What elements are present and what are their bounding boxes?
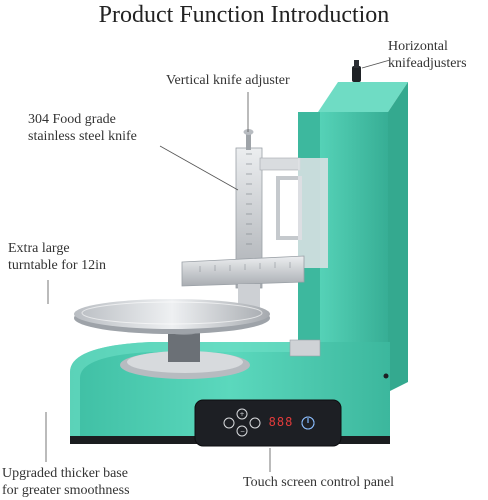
label-base-line2: for greater smoothness [2,483,130,498]
label-horizontal-line2: knifeadjusters [388,56,467,71]
power-icon [301,416,315,430]
label-stainless-knife: 304 Food grade stainless steel knife [28,111,137,145]
turntable [74,299,270,379]
label-knife-line2: stainless steel knife [28,129,137,144]
svg-text:+: + [240,411,245,418]
panel-display: 888 [264,414,298,430]
panel-display-digits: 888 [268,415,294,429]
svg-text:−: − [240,429,245,436]
label-horizontal-line1: Horizontal [388,39,448,54]
label-horizontal-adjusters: Horizontal knifeadjusters [388,38,467,72]
label-turntable: Extra large turntable for 12in [8,240,106,274]
label-knife-line1: 304 Food grade [28,112,116,127]
label-vertical-knife-adjuster: Vertical knife adjuster [166,72,290,89]
label-thicker-base: Upgraded thicker base for greater smooth… [2,465,130,499]
page-title: Product Function Introduction [98,2,390,28]
horizontal-knife-blade [181,255,305,310]
callout-lines [45,59,391,472]
touch-control-panel: + − [194,399,342,447]
label-control-panel: Touch screen control panel [243,474,394,491]
label-vertical-text: Vertical knife adjuster [166,73,290,88]
label-turntable-line2: turntable for 12in [8,258,106,273]
horizontal-adjuster-knob [352,60,361,82]
label-panel-text: Touch screen control panel [243,475,395,490]
label-turntable-line1: Extra large [8,241,70,256]
label-base-line1: Upgraded thicker base [2,466,128,481]
